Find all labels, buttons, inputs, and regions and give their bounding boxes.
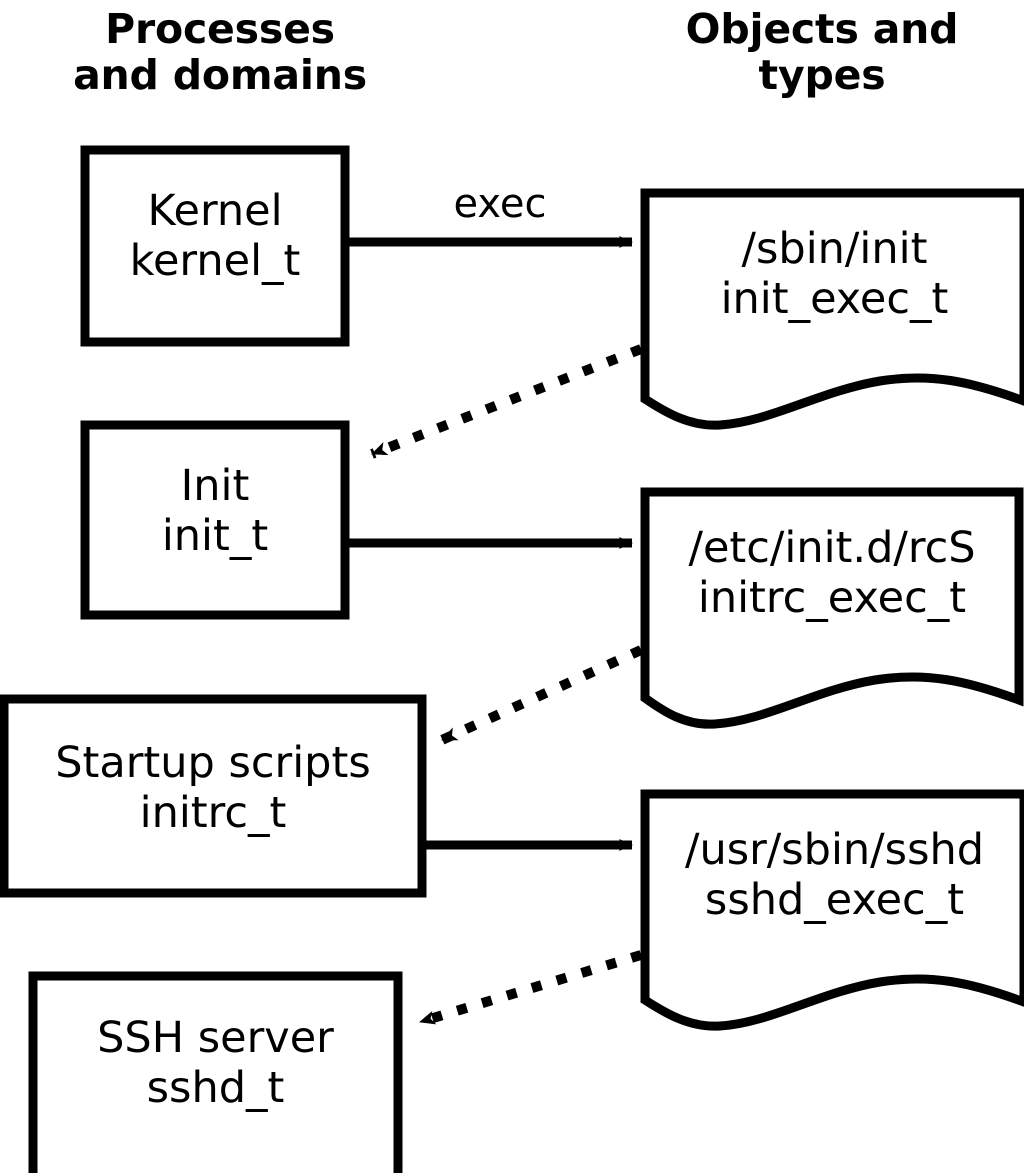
- object-node-sshd-exec[interactable]: [640, 789, 1024, 1031]
- column-header-objects: Objects and types: [685, 5, 959, 99]
- edge-sshd-exec-transition-sshd: [418, 950, 643, 1027]
- process-node-kernel[interactable]: [80, 145, 350, 347]
- object-node-init-exec[interactable]: [640, 188, 1024, 430]
- object-node-initrc-exec[interactable]: [640, 487, 1024, 729]
- process-node-initrc[interactable]: [0, 694, 427, 898]
- edge-init-exec-transition-init: [370, 344, 643, 459]
- column-header-processes: Processes and domains: [73, 5, 367, 99]
- edge-initrc-exec-transition-initrc: [439, 645, 644, 745]
- process-node-sshd[interactable]: [28, 971, 403, 1173]
- process-node-init[interactable]: [80, 420, 350, 620]
- edge-label-exec: exec: [453, 181, 547, 227]
